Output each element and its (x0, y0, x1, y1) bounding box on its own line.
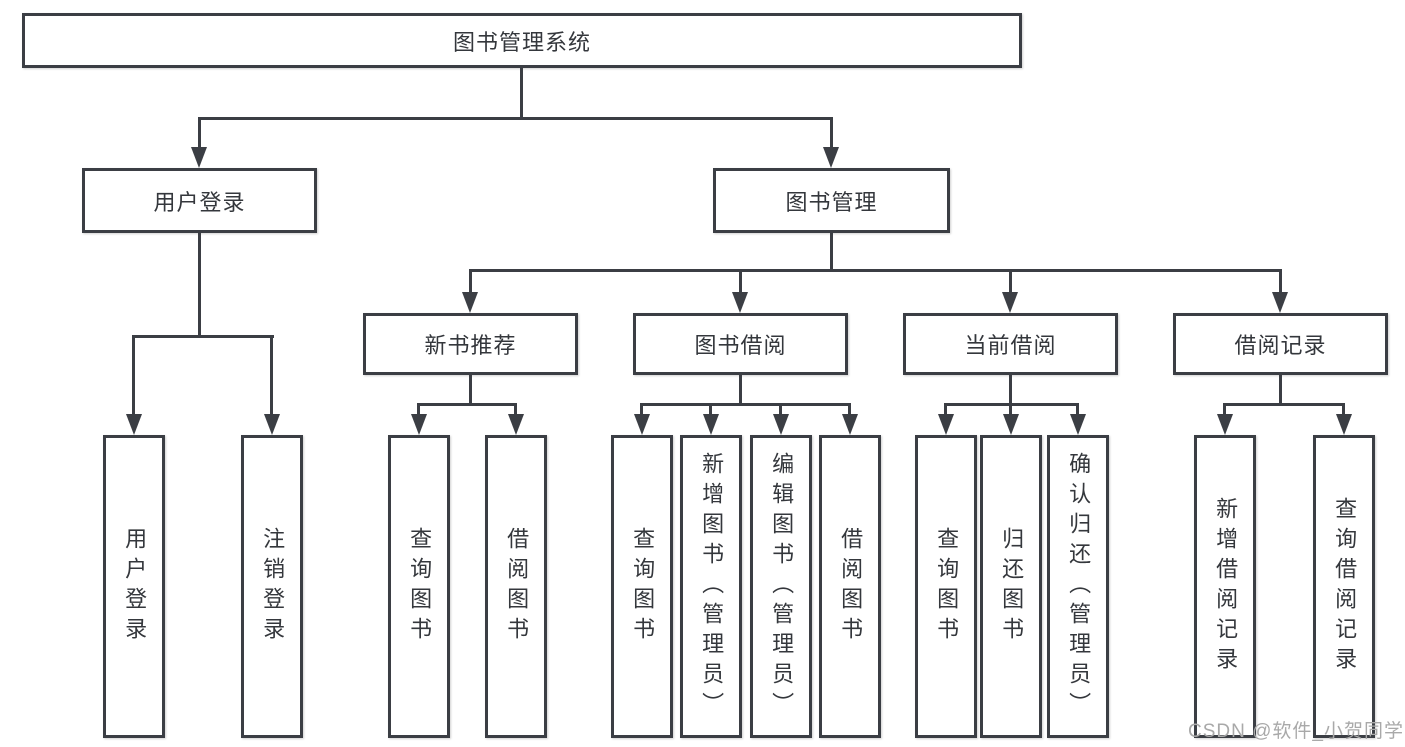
node-book-borrowing: 图书借阅 (633, 313, 848, 375)
node-user-login: 用户登录 (82, 168, 317, 233)
connector-line (469, 375, 472, 406)
leaf-label: 查询图书 (407, 526, 433, 647)
leaf-borrow-books: 借阅图书 (819, 435, 881, 738)
arrow-down-icon (1336, 414, 1352, 435)
connector-line (1342, 403, 1345, 416)
arrow-down-icon (938, 414, 954, 435)
node-current-borrowing: 当前借阅 (903, 313, 1118, 375)
connector-line (198, 117, 201, 149)
leaf-query-books: 查询图书 (388, 435, 450, 738)
connector-line (1009, 269, 1012, 295)
arrow-down-icon (732, 292, 748, 313)
connector-line (640, 403, 850, 406)
connector-line (739, 375, 742, 406)
node-new-book-recommendation: 新书推荐 (363, 313, 578, 375)
leaf-label: 查询图书 (934, 526, 960, 647)
leaf-confirm-return-admin: 确认归还（管理员） (1047, 435, 1109, 738)
connector-line (848, 403, 851, 416)
connector-line (1009, 375, 1012, 406)
connector-line (520, 66, 523, 120)
connector-line (830, 117, 833, 149)
leaf-return-books: 归还图书 (980, 435, 1042, 738)
arrow-down-icon (462, 292, 478, 313)
connector-line (1076, 403, 1079, 416)
leaf-edit-books-admin: 编辑图书（管理员） (750, 435, 812, 738)
csdn-watermark: CSDN @软件_小贺同学 (1188, 721, 1404, 742)
connector-line (709, 403, 712, 416)
connector-line (944, 403, 947, 416)
arrow-down-icon (842, 414, 858, 435)
connector-line (1009, 403, 1012, 416)
connector-line (417, 403, 420, 416)
leaf-add-borrow-record: 新增借阅记录 (1194, 435, 1256, 738)
connector-line (739, 269, 742, 295)
node-library-management-system: 图书管理系统 (22, 13, 1022, 68)
leaf-label: 用户登录 (122, 526, 148, 647)
node-book-management: 图书管理 (713, 168, 950, 233)
leaf-query-books: 查询图书 (611, 435, 673, 738)
arrow-down-icon (634, 414, 650, 435)
leaf-label: 确认归还（管理员） (1066, 451, 1092, 722)
connector-line (640, 403, 643, 416)
leaf-query-borrow-record: 查询借阅记录 (1313, 435, 1375, 738)
arrow-down-icon (508, 414, 524, 435)
leaf-add-books-admin: 新增图书（管理员） (680, 435, 742, 738)
leaf-label: 归还图书 (999, 526, 1025, 647)
arrow-down-icon (703, 414, 719, 435)
leaf-label: 新增图书（管理员） (699, 451, 725, 722)
connector-line (469, 269, 1282, 272)
connector-line (1279, 269, 1282, 295)
arrow-down-icon (1272, 292, 1288, 313)
leaf-label: 查询借阅记录 (1332, 496, 1358, 677)
connector-line (198, 233, 201, 337)
connector-line (198, 117, 833, 120)
arrow-down-icon (1003, 414, 1019, 435)
leaf-label: 编辑图书（管理员） (769, 451, 795, 722)
arrow-down-icon (773, 414, 789, 435)
arrow-down-icon (411, 414, 427, 435)
leaf-user-login: 用户登录 (103, 435, 165, 738)
arrow-down-icon (191, 147, 207, 168)
leaf-label: 借阅图书 (504, 526, 530, 647)
leaf-label: 新增借阅记录 (1213, 496, 1239, 677)
leaf-label: 借阅图书 (838, 526, 864, 647)
connector-line (417, 403, 517, 406)
connector-line (1223, 403, 1226, 416)
arrow-down-icon (264, 414, 280, 435)
leaf-logout: 注销登录 (241, 435, 303, 738)
leaf-label: 注销登录 (260, 526, 286, 647)
connector-line (1223, 403, 1344, 406)
arrow-down-icon (126, 414, 142, 435)
connector-line (469, 269, 472, 295)
arrow-down-icon (1217, 414, 1233, 435)
arrow-down-icon (1070, 414, 1086, 435)
connector-line (1279, 375, 1282, 406)
node-borrowing-records: 借阅记录 (1173, 313, 1388, 375)
leaf-label: 查询图书 (630, 526, 656, 647)
leaf-borrow-books: 借阅图书 (485, 435, 547, 738)
leaf-query-books: 查询图书 (915, 435, 977, 738)
connector-line (132, 335, 135, 415)
arrow-down-icon (1002, 292, 1018, 313)
arrow-down-icon (823, 147, 839, 168)
connector-line (830, 233, 833, 272)
connector-line (132, 335, 274, 338)
connector-line (514, 403, 517, 416)
connector-line (779, 403, 782, 416)
connector-line (270, 335, 273, 415)
